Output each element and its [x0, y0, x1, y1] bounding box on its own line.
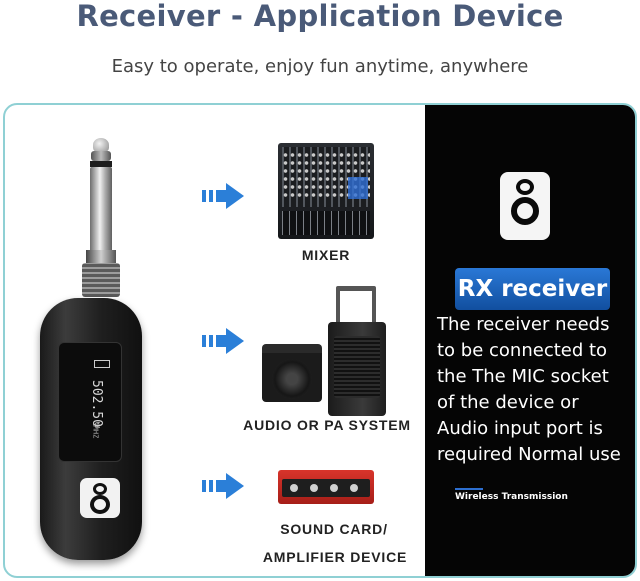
- page-subtitle: Easy to operate, enjoy fun anytime, anyw…: [111, 56, 529, 77]
- jack-tip: [93, 138, 109, 152]
- rx-description-line: to be connected to: [437, 340, 608, 361]
- speaker-icon: [500, 172, 550, 240]
- jack-insulator: [90, 161, 112, 167]
- receiver-screen: [58, 342, 122, 462]
- rx-description-line: the The MIC socket: [437, 366, 609, 387]
- rx-description: The receiver needs to be connected to th…: [437, 312, 640, 468]
- arrow-right-icon: [202, 473, 244, 499]
- rx-description-line: of the device or: [437, 392, 579, 413]
- sound-card-label-line2: AMPLIFIER DEVICE: [262, 549, 408, 565]
- rx-description-line: Audio input port is: [437, 418, 603, 439]
- pa-system-label: AUDIO OR PA SYSTEM: [243, 417, 411, 433]
- sound-card-label-line1: SOUND CARD/: [280, 521, 388, 537]
- jack-ring: [91, 151, 111, 161]
- page-title: Receiver - Application Device: [76, 0, 564, 33]
- arrow-right-icon: [202, 328, 244, 354]
- rx-description-line: required Normal use: [437, 444, 621, 465]
- wireless-transmission-label: Wireless Transmission: [455, 492, 568, 502]
- speaker-icon[interactable]: [80, 478, 120, 518]
- battery-icon: [94, 360, 110, 368]
- rx-description-line: The receiver needs: [437, 314, 610, 335]
- jack-collar: [86, 250, 116, 264]
- wireless-indicator-bar: [455, 488, 483, 490]
- rx-receiver-badge: RX receiver: [455, 268, 610, 310]
- mixer-label: MIXER: [301, 247, 351, 263]
- arrow-right-icon: [202, 183, 244, 209]
- antenna-icon: ψ: [93, 421, 104, 429]
- jack-nut: [82, 263, 120, 297]
